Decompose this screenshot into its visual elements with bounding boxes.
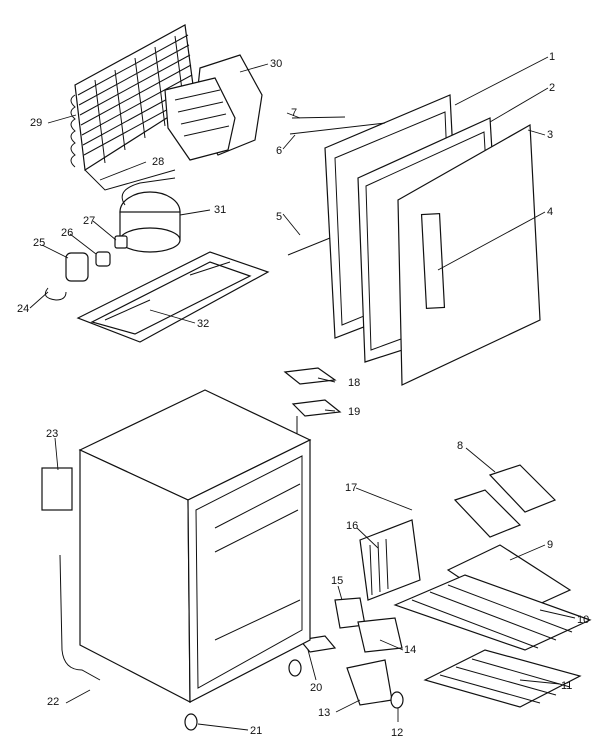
relay-parts [44, 235, 128, 301]
label-part-8: 8 [457, 440, 463, 452]
label-part-21: 21 [250, 725, 262, 737]
label-part-28: 28 [152, 156, 164, 168]
label-part-14: 14 [404, 644, 416, 656]
hinges [184, 367, 342, 731]
label-part-9: 9 [547, 539, 553, 551]
label-part-24: 24 [17, 303, 29, 315]
label-part-1: 1 [549, 51, 555, 63]
label-part-18: 18 [348, 377, 360, 389]
label-part-13: 13 [318, 707, 330, 719]
part-labels: 1 2 3 4 5 6 7 8 9 10 11 12 13 14 15 16 1… [17, 51, 589, 739]
label-part-4: 4 [547, 206, 553, 218]
label-part-31: 31 [214, 204, 226, 216]
compressor [119, 177, 181, 253]
leader-lines [29, 56, 576, 731]
label-part-12: 12 [391, 727, 403, 739]
shelves [393, 544, 592, 708]
door-assembly [287, 94, 541, 386]
label-part-3: 3 [547, 129, 553, 141]
label-part-23: 23 [46, 428, 58, 440]
label-part-5: 5 [276, 211, 282, 223]
label-part-26: 26 [61, 227, 73, 239]
control-box [334, 519, 421, 709]
evaporator [164, 54, 263, 161]
label-part-10: 10 [577, 614, 589, 626]
label-part-19: 19 [348, 406, 360, 418]
label-part-7: 7 [291, 107, 297, 119]
label-part-25: 25 [33, 237, 45, 249]
label-part-6: 6 [276, 145, 282, 157]
label-part-2: 2 [549, 82, 555, 94]
base-plate [76, 251, 270, 343]
ice-trays [453, 464, 557, 538]
label-part-20: 20 [310, 682, 322, 694]
label-part-22: 22 [47, 696, 59, 708]
label-part-32: 32 [197, 318, 209, 330]
label-part-27: 27 [83, 215, 95, 227]
label-part-30: 30 [270, 58, 282, 70]
label-part-29: 29 [30, 117, 42, 129]
label-part-15: 15 [331, 575, 343, 587]
label-part-17: 17 [345, 482, 357, 494]
label-part-11: 11 [561, 680, 572, 692]
cabinet [41, 389, 312, 703]
label-part-16: 16 [346, 520, 358, 532]
